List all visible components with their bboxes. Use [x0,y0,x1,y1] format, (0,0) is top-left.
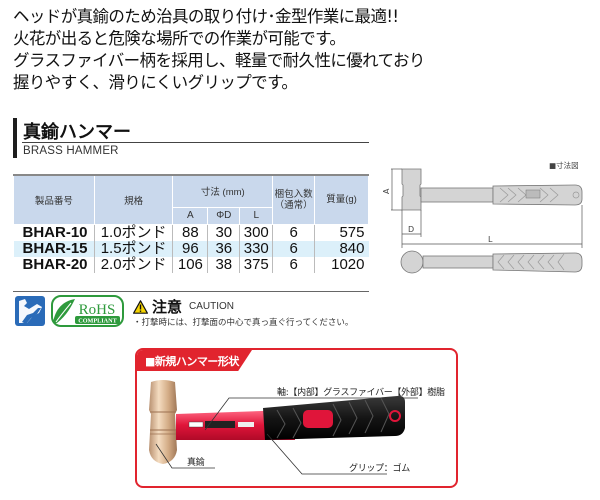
table-row: BHAR-10 1.0ポンド 88 30 300 6 575 [14,224,369,241]
header-pack-qty: 梱包入数（通常） [272,176,316,225]
product-title-jp: 真鍮ハンマー [23,122,131,143]
rohs-compliant-badge: RoHS COMPLIANT [51,295,124,327]
cell-weight: 840 [314,240,369,257]
cell-part-no: BHAR-20 [22,255,88,273]
cell-spec: 2.0ポンド [93,256,173,273]
callout-shaft: 軸:【内部】グラスファイバー【外部】樹脂 [277,388,445,398]
intro-line: 火花が出ると危険な場所での作業が可能です。 [13,29,346,48]
cell-a: 106 [172,256,208,273]
cell-l: 375 [239,256,273,273]
hammer-photo [149,380,418,475]
table-row: BHAR-15 1.5ポンド 96 36 330 6 840 [13,240,369,257]
dim-d-label: D [408,225,414,234]
caution-title-jp: 注意 [152,298,183,316]
cell-a: 96 [172,240,208,257]
feature-tab-label: ■新規ハンマー形状 [145,355,239,368]
cell-spec: 1.5ポンド [93,240,173,257]
feature-tab [137,350,252,371]
dimension-diagram: A D L [380,150,600,290]
cell-a: 88 [172,224,208,241]
caution-text: ・打撃時には、打撃面の中心で真っ直ぐ行ってください。 [133,318,354,328]
cell-weight: 1020 [314,256,369,273]
intro-line: 握りやすく、滑りにくいグリップです。 [13,73,298,92]
warning-triangle-icon [133,299,148,314]
cell-weight: 575 [314,224,369,241]
header-weight: 質量(g) [314,176,369,225]
cell-pack: 6 [272,256,315,273]
header-part-no: 製品番号 [13,176,95,225]
spec-table: 製品番号 規格 寸法 (mm) 梱包入数（通常） 質量(g) A ΦD L BH… [13,176,369,273]
intro-text: ヘッドが真鍮のため治具の取り付け･金型作業に最適!! 火花が出ると危険な場所での… [13,6,593,94]
header-spec: 規格 [93,176,174,225]
header-dim-d: ΦD [207,207,241,225]
product-title-en: BRASS HAMMER [23,145,119,157]
table-top-rule [13,174,369,176]
diagram-label: ■寸法図 [549,161,579,170]
intro-line: ヘッドが真鍮のため治具の取り付け･金型作業に最適!! [13,7,399,26]
cell-l: 300 [239,224,273,241]
cell-pack: 6 [272,224,315,241]
cell-part-no: BHAR-10 [22,223,88,241]
cell-d: 30 [207,224,240,241]
table-row: BHAR-20 2.0ポンド 106 38 375 6 1020 [14,255,369,273]
caution-block: 注意 CAUTION [133,296,234,317]
cell-l: 330 [239,240,273,257]
rohs-label: RoHS [79,302,116,318]
rohs-sub-label: COMPLIANT [78,318,117,325]
header-dim-l: L [239,207,274,225]
cell-d: 38 [207,256,240,273]
dim-a-label: A [382,188,391,194]
cell-pack: 6 [272,240,315,257]
cell-part-no: BHAR-15 [13,240,95,257]
new-hammer-shape-panel: ■新規ハンマー形状 [135,348,458,488]
callout-head: 真鍮 [187,458,205,468]
dim-l-label: L [488,235,493,244]
table-bottom-rule [13,291,369,292]
cell-spec: 1.0ポンド [93,224,173,241]
title-accent-bar [13,118,17,158]
header-dimensions: 寸法 (mm) [172,176,274,208]
header-dim-a: A [172,207,209,225]
title-divider [22,142,369,143]
intro-line: グラスファイバー柄を採用し、軽量で耐久性に優れており [13,51,425,70]
cell-d: 36 [207,240,240,257]
caution-title-en: CAUTION [189,301,235,312]
callout-grip: グリップ：ゴム [349,464,410,474]
hand-wrench-icon [15,296,45,326]
